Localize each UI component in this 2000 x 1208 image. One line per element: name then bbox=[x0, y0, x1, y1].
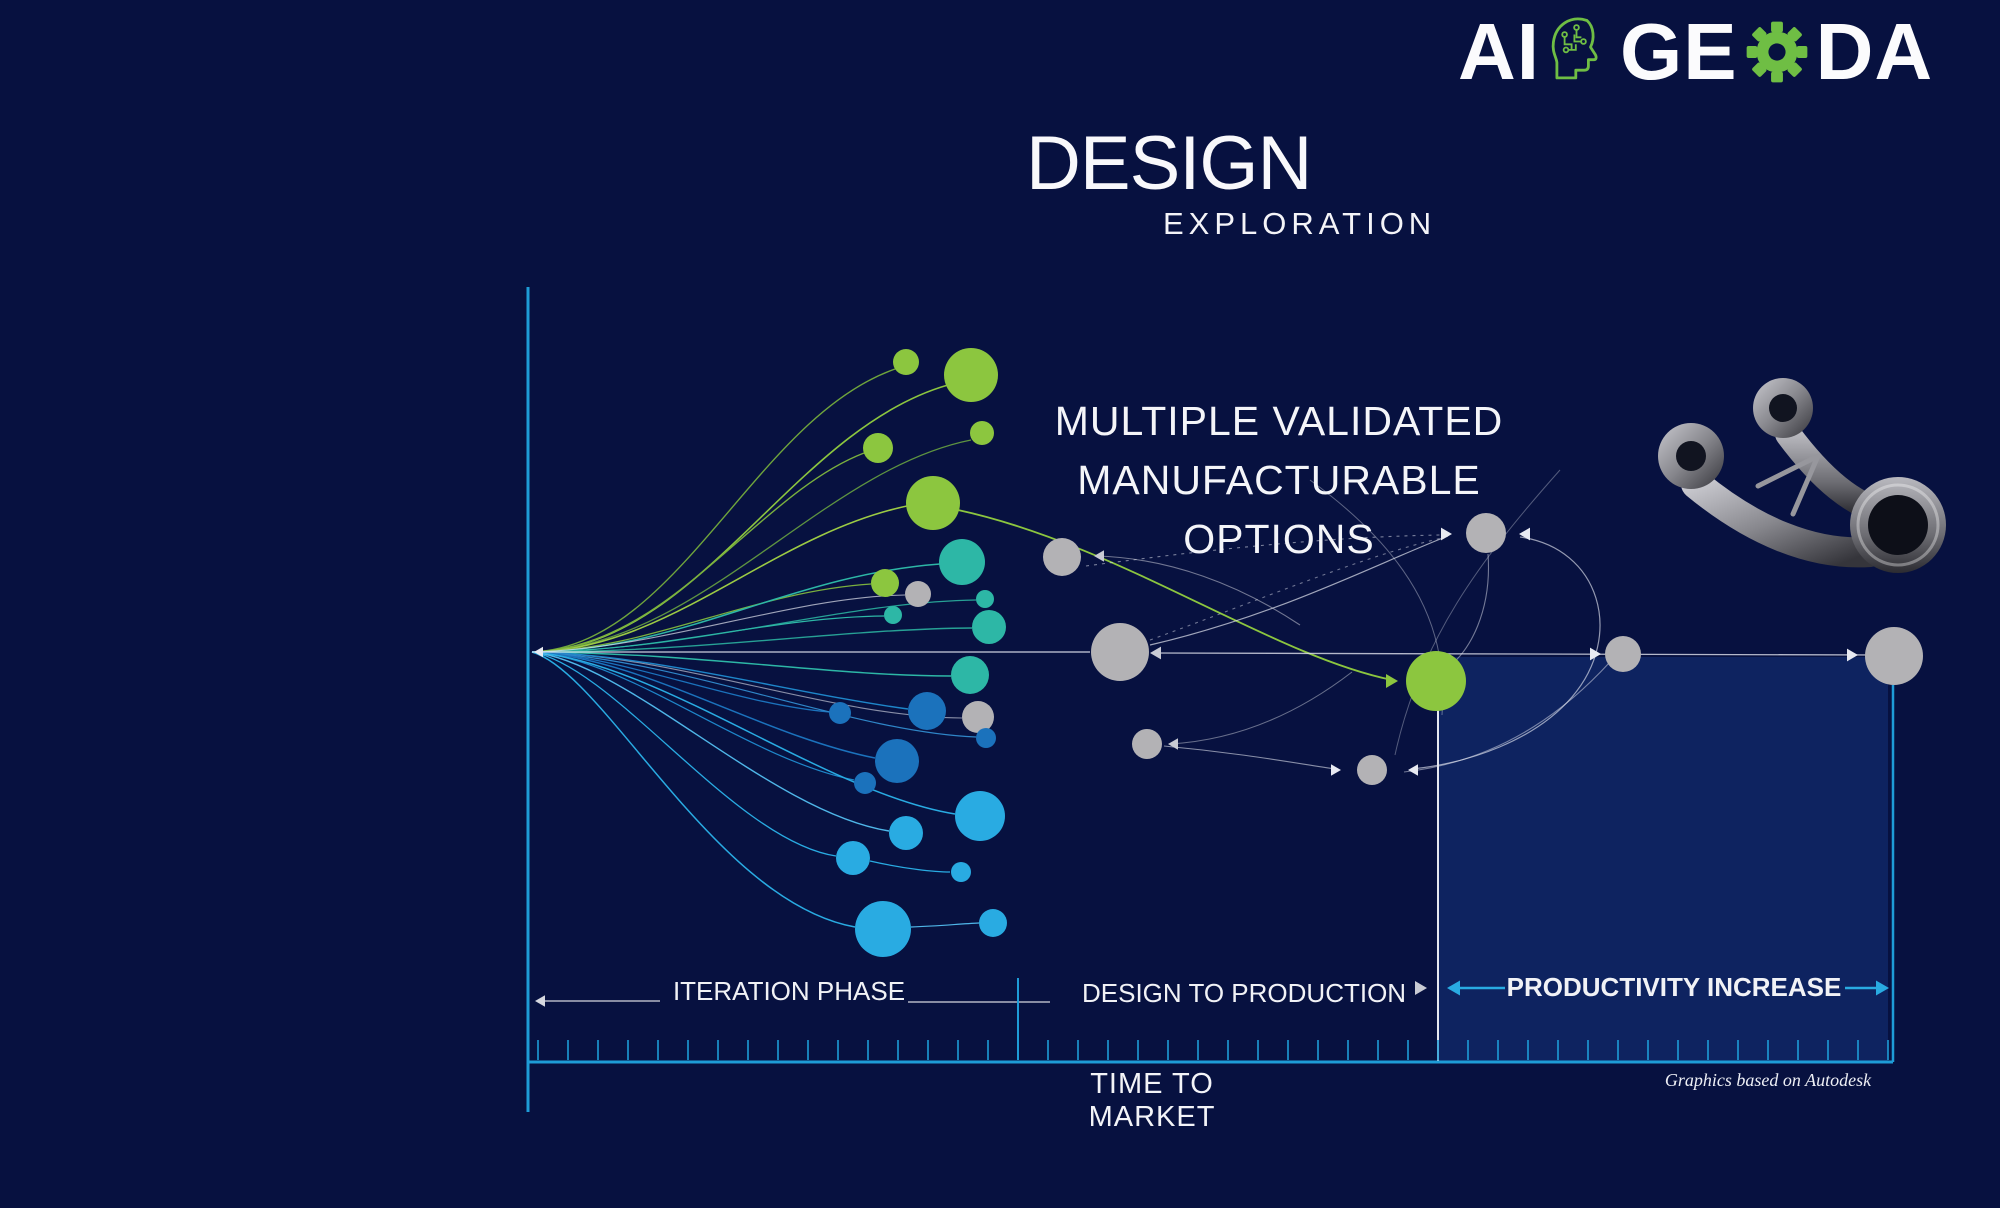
logo-text-ai: AI bbox=[1458, 7, 1540, 96]
exploration-curve bbox=[531, 615, 885, 653]
generative-part-render bbox=[1658, 378, 1946, 573]
exploration-curve bbox=[531, 439, 972, 653]
exploration-curve bbox=[531, 627, 973, 653]
design-option-bubble bbox=[1466, 513, 1506, 553]
flow-arrow bbox=[1150, 646, 1161, 660]
flow-arrow bbox=[1168, 738, 1178, 750]
exploration-curve bbox=[531, 599, 977, 653]
exploration-curve bbox=[1446, 553, 1490, 669]
ai-head-icon bbox=[1551, 17, 1598, 80]
logo-text-da: DA bbox=[1815, 7, 1934, 96]
design-option-bubble bbox=[1132, 729, 1162, 759]
exploration-curve bbox=[1149, 535, 1449, 646]
productivity-area bbox=[1438, 657, 1888, 1062]
flow-arrow bbox=[1519, 527, 1530, 541]
exploration-curve bbox=[957, 509, 1393, 681]
design-option-bubble bbox=[979, 909, 1007, 937]
exploration-curve bbox=[1095, 555, 1301, 626]
annotation-line-2: MANUFACTURABLE bbox=[1077, 457, 1481, 503]
flow-arrow bbox=[534, 646, 543, 658]
design-option-bubble bbox=[889, 816, 923, 850]
exploration-curve bbox=[869, 860, 951, 873]
design-option-bubble bbox=[855, 901, 911, 957]
flow-arrow bbox=[1447, 980, 1460, 996]
exploration-curve bbox=[531, 651, 977, 738]
design-option-bubble bbox=[875, 739, 919, 783]
design-option-bubble bbox=[884, 606, 902, 624]
design-option-bubble bbox=[1865, 627, 1923, 685]
phase-label-design-to-production: DESIGN TO PRODUCTION bbox=[1082, 978, 1407, 1008]
flow-arrow bbox=[1408, 764, 1418, 776]
design-option-bubble bbox=[906, 476, 960, 530]
flow-arrow bbox=[535, 995, 545, 1007]
x-axis-label: TIME TO MARKET bbox=[1088, 1068, 1216, 1133]
exploration-curve bbox=[531, 367, 899, 653]
design-option-bubble bbox=[871, 569, 899, 597]
design-option-bubble bbox=[854, 772, 876, 794]
design-option-bubble bbox=[962, 701, 994, 733]
exploration-curve bbox=[1169, 671, 1353, 745]
design-option-bubble bbox=[976, 728, 996, 748]
flow-arrow bbox=[1590, 647, 1601, 661]
design-option-bubble bbox=[829, 702, 851, 724]
exploration-curve bbox=[531, 651, 837, 857]
exploration-curve bbox=[1085, 534, 1441, 567]
design-option-bubble bbox=[1406, 651, 1466, 711]
exploration-curve bbox=[1394, 469, 1561, 756]
gear-icon bbox=[1746, 21, 1807, 83]
page-title: DESIGN bbox=[1026, 121, 1312, 206]
design-option-bubble bbox=[951, 862, 971, 882]
logo-text-ge: GE bbox=[1620, 7, 1738, 96]
flow-arrow bbox=[1331, 764, 1341, 776]
annotation-multiple-options: MULTIPLE VALIDATED MANUFACTURABLE OPTION… bbox=[1040, 392, 1518, 569]
design-option-bubble bbox=[944, 348, 998, 402]
design-option-bubble bbox=[951, 656, 989, 694]
exploration-curve bbox=[531, 651, 956, 815]
exploration-curve bbox=[531, 505, 908, 653]
design-option-bubble bbox=[972, 610, 1006, 644]
exploration-curve bbox=[531, 651, 909, 710]
exploration-curve bbox=[531, 651, 876, 759]
annotation-line-3: OPTIONS bbox=[1183, 516, 1375, 562]
design-option-bubble bbox=[976, 590, 994, 608]
flow-arrow bbox=[1876, 980, 1889, 996]
design-option-bubble bbox=[970, 421, 994, 445]
flow-arrow bbox=[1415, 981, 1427, 995]
exploration-curve bbox=[531, 651, 856, 928]
design-option-bubble bbox=[893, 349, 919, 375]
exploration-curve bbox=[1403, 661, 1611, 773]
phase-label-productivity-increase: PRODUCTIVITY INCREASE bbox=[1506, 972, 1842, 1002]
flow-arrow bbox=[1386, 674, 1398, 688]
design-option-bubble bbox=[955, 791, 1005, 841]
exploration-curve bbox=[531, 651, 855, 781]
design-option-bubble bbox=[905, 581, 931, 607]
design-option-bubble bbox=[1091, 623, 1149, 681]
exploration-curve bbox=[531, 452, 865, 653]
phase-label-iteration: ITERATION PHASE bbox=[672, 976, 906, 1006]
design-option-bubble bbox=[939, 539, 985, 585]
annotation-line-1: MULTIPLE VALIDATED bbox=[1054, 398, 1504, 444]
exploration-curve bbox=[1163, 745, 1337, 770]
design-option-bubble bbox=[1043, 538, 1081, 576]
page-subtitle: EXPLORATION bbox=[1163, 206, 1437, 241]
exploration-curve bbox=[531, 651, 952, 677]
logo: AI GE bbox=[1458, 6, 1933, 98]
design-option-bubble bbox=[908, 692, 946, 730]
exploration-curve bbox=[531, 594, 906, 653]
exploration-curve bbox=[1151, 652, 1885, 656]
exploration-curve bbox=[910, 922, 980, 928]
design-option-bubble bbox=[863, 433, 893, 463]
design-option-bubble bbox=[836, 841, 870, 875]
exploration-curve bbox=[531, 583, 872, 653]
design-option-bubble bbox=[1357, 755, 1387, 785]
credit-note: Graphics based on Autodesk bbox=[1664, 1070, 1872, 1090]
design-option-bubble bbox=[1605, 636, 1641, 672]
exploration-curve bbox=[531, 651, 890, 832]
flow-arrow bbox=[1094, 550, 1104, 562]
flow-arrow bbox=[1441, 527, 1452, 541]
flow-arrow bbox=[1847, 648, 1858, 662]
